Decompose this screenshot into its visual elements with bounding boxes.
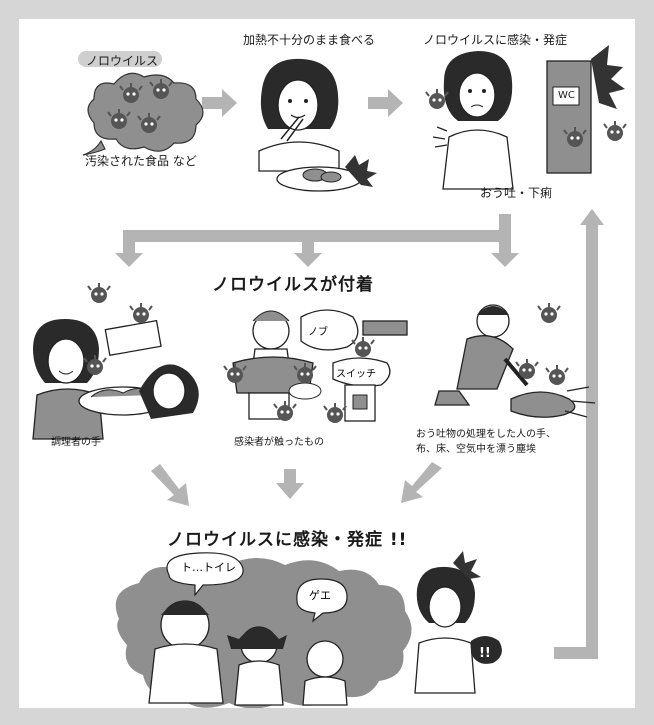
wc-sign: WC	[558, 90, 575, 101]
arrow-converge-left	[151, 464, 189, 506]
label-undercooked: 加熱不十分のまま食べる	[243, 33, 376, 47]
return-arrow-head	[580, 209, 604, 225]
knob-label: ノブ	[308, 327, 328, 338]
svg-text:!!: !!	[479, 646, 491, 661]
flow-arrows	[115, 89, 604, 659]
label-cook-hands: 調理者の手	[51, 437, 101, 448]
norovirus-infection-diagram: !! ノロウイルス 汚染された食品 など 加熱不十分のまま食べる ノロウイルスに…	[19, 19, 635, 708]
label-vomit-diarrhea: おう吐・下痢	[480, 186, 553, 200]
speech-bubble-gero	[296, 578, 348, 623]
arrow-converge-center	[276, 469, 304, 499]
speech-bubble-toilet	[166, 552, 244, 597]
heading-infected-onset: ノロウイルスに感染・発症 !!	[167, 530, 408, 550]
label-vomit-handling-2: 布、床、空気中を漂う塵埃	[416, 444, 536, 455]
cleaning-person-illustration	[434, 302, 596, 418]
bubble-toilet-text: ト…トイレ	[181, 561, 236, 574]
switch-label: スイッチ	[336, 369, 376, 380]
return-loop-vertical	[586, 224, 598, 659]
distribution-bar	[123, 230, 511, 242]
label-vomit-handling-1: おう吐物の処理をした人の手、	[416, 429, 556, 440]
label-infected-top: ノロウイルスに感染・発症	[423, 33, 568, 47]
arrow-down-left	[115, 242, 143, 267]
arrow-down-center	[294, 242, 322, 267]
label-touched-things: 感染者が触ったもの	[234, 437, 324, 448]
person-eating-illustration	[258, 58, 377, 192]
arrow-converge-right	[401, 462, 442, 503]
infected-person-illustration	[425, 45, 627, 190]
cook-illustration	[32, 282, 199, 440]
label-norovirus: ノロウイルス	[86, 54, 159, 68]
arrow-down-right	[491, 242, 519, 267]
arrow-eat-to-infected	[368, 89, 403, 117]
bubble-gero-text: ゲエ	[309, 589, 331, 602]
heading-virus-attached: ノロウイルスが付着	[212, 275, 374, 295]
virus-cloud	[82, 72, 204, 156]
diagram-illustrations: !!	[32, 45, 627, 708]
toilet-child-illustration	[223, 309, 408, 424]
label-contaminated-food: 汚染された食品 など	[85, 154, 197, 168]
arrow-food-to-eat	[202, 89, 237, 117]
